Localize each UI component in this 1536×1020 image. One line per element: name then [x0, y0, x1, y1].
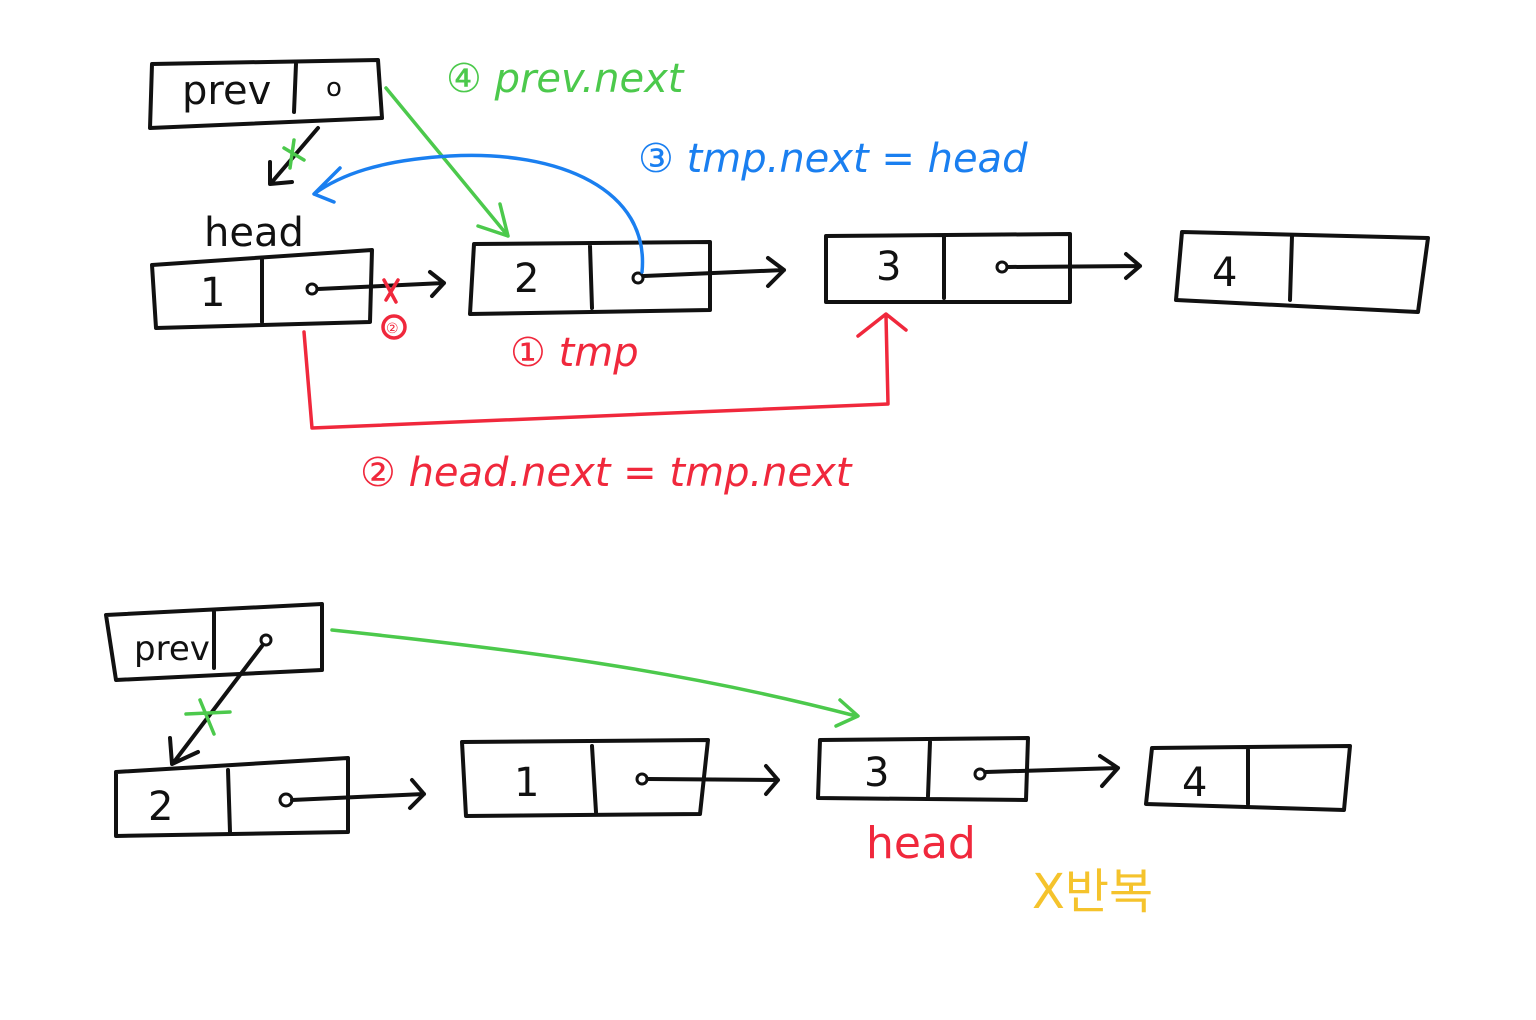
- step2-small-marker: [381, 314, 407, 340]
- svg-text:2: 2: [148, 784, 173, 830]
- svg-text:4: 4: [1182, 760, 1207, 806]
- svg-text:o: o: [326, 73, 342, 103]
- svg-text:1: 1: [514, 760, 539, 806]
- tmp-next-blue-arrow: [312, 153, 645, 274]
- bottom-node-4: 4: [1144, 744, 1352, 812]
- bottom-node1-next-arrow: [646, 764, 780, 796]
- node3-next-arrow: [1006, 252, 1142, 280]
- svg-text:prev: prev: [134, 629, 210, 669]
- bottom-node-3: 3: [816, 736, 1030, 802]
- svg-text:3: 3: [876, 244, 901, 290]
- bottom-node-2: 2: [114, 756, 350, 838]
- top-prev-node: prev o: [148, 58, 384, 130]
- svg-text:② head.next = tmp.next: ② head.next = tmp.next: [360, 450, 853, 496]
- svg-text:④ prev.next: ④ prev.next: [446, 56, 685, 102]
- bottom-node3-next-arrow: [984, 754, 1120, 788]
- top-node-3: 3: [824, 232, 1072, 304]
- bottom-prev-node: prev: [104, 602, 324, 682]
- svg-text:②: ②: [386, 321, 399, 337]
- top-node-4: 4: [1174, 230, 1430, 314]
- head-next-red-arrow: [302, 312, 908, 430]
- prev-to-head-cross-icon: [282, 138, 306, 170]
- svg-text:prev: prev: [182, 68, 271, 114]
- svg-text:4: 4: [1212, 250, 1237, 296]
- svg-text:① tmp: ① tmp: [510, 330, 639, 376]
- svg-text:head: head: [204, 210, 304, 256]
- prev-next-green-arrow: [384, 86, 510, 238]
- bottom-node-1: 1: [460, 738, 710, 818]
- svg-text:X반복: X반복: [1032, 864, 1153, 920]
- top-node-2: 2: [468, 240, 712, 316]
- node2-next-arrow: [642, 256, 786, 288]
- svg-text:2: 2: [514, 256, 539, 302]
- bottom-prev-cross-icon: [184, 698, 232, 736]
- node1-next-arrow: [316, 270, 446, 298]
- bottom-prev-next-green-arrow: [330, 628, 860, 728]
- top-node-1: 1: [150, 248, 374, 330]
- bottom-node2-next-arrow: [290, 778, 426, 810]
- node1-next-cross-icon: [382, 278, 400, 304]
- svg-text:1: 1: [200, 270, 225, 316]
- svg-text:head: head: [866, 818, 976, 869]
- svg-text:3: 3: [864, 750, 889, 796]
- svg-text:③ tmp.next = head: ③ tmp.next = head: [638, 136, 1028, 182]
- bottom-prev-old-arrow: [168, 644, 264, 766]
